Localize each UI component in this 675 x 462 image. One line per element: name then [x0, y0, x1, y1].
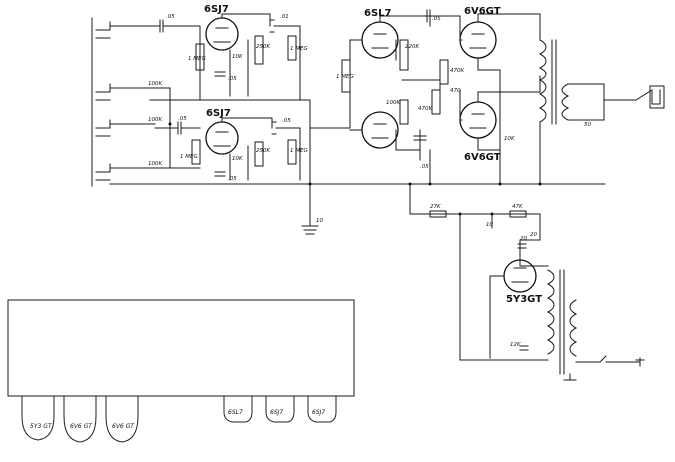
output-stage: 6V6GT 6V6GT 470K 10K [418, 6, 541, 185]
tube-label-v6: 5Y3GT [506, 294, 542, 305]
chassis-outline [7, 299, 355, 397]
res-label-rg1: 1 MEG [188, 56, 206, 62]
tube-6v6gt-1 [459, 21, 497, 59]
res-label-rmix3: 100K [148, 161, 162, 167]
socket-label-6: 6SJ7 [312, 409, 325, 416]
junction-dots [168, 122, 542, 216]
res-label-rgn1: 100K [386, 100, 400, 106]
cap-label-cin2: .05 [178, 116, 187, 122]
res-label-rps2: 47K [512, 204, 523, 210]
res-label-rpk2: 10K [504, 136, 515, 142]
res-label-rfb: 50 [584, 122, 591, 128]
res-label-rk1: 10K [232, 54, 243, 60]
cap-label-cc2: .05 [282, 118, 291, 124]
tube-label-v4: 6V6GT [464, 6, 501, 17]
speaker-symbol [649, 85, 665, 109]
socket-label-2: 6V6 GT [70, 423, 93, 430]
mixer-network: 100K 100K 100K [109, 81, 201, 169]
socket-4 [223, 396, 253, 423]
res-label-rinv: 220K [405, 44, 419, 50]
preamp-stage-2: 6SJ7 .05 .05 250K 10K .05 1 MEG 1 MEG [109, 108, 311, 185]
tube-label-v1: 6SJ7 [204, 4, 229, 15]
socket-1 [21, 396, 55, 441]
socket-label-4: 6SL7 [228, 409, 243, 416]
cap-label-ck2: .05 [228, 176, 237, 182]
res-label-rk2: 10K [232, 156, 243, 162]
tube-6sj7-2 [205, 121, 239, 155]
res-label-rgn2: 1 MEG [336, 74, 354, 80]
output-transformer: 50 [538, 39, 665, 185]
tube-label-v5: 6V6GT [464, 152, 501, 163]
res-label-rmix1: 100K [148, 81, 162, 87]
res-label-rg2: 1 MEG [180, 154, 198, 160]
phase-inverter-6sl7: 6SL7 .05 220K 1 MEG 100K 470K 470 .05 [329, 8, 464, 170]
chassis-layout: 5Y3 GT 6V6 GT 6V6 GT 6SL7 6SJ7 6SJ7 [7, 299, 355, 443]
tube-6sl7-bottom [361, 111, 399, 149]
cap-label-cout: .05 [420, 164, 429, 170]
cap-label-cfilt2: 20 [520, 236, 527, 242]
socket-label-3: 6V6 GT [112, 423, 135, 430]
socket-5 [265, 396, 295, 423]
cap-label-ck1: .05 [228, 76, 237, 82]
socket-3 [105, 396, 139, 443]
input-jacks [91, 17, 111, 187]
socket-label-5: 6SJ7 [270, 409, 283, 416]
res-label-rps1: 27K [430, 204, 441, 210]
socket-label-1: 5Y3 GT [30, 423, 53, 430]
tube-6sj7-1 [205, 17, 239, 51]
tube-6v6gt-2 [459, 101, 497, 139]
res-label-rpi2: 470K [418, 106, 432, 112]
tube-6sl7-top [361, 21, 399, 59]
preamp-stage-1: 6SJ7 .05 .01 250K 10K .05 1 MEG 1 MEG [109, 4, 308, 101]
cap-label-cinv: .05 [432, 16, 441, 22]
res-label-rmix2: 100K [148, 117, 162, 123]
res-label-rvol2: 1 MEG [290, 148, 308, 154]
tube-label-v2: 6SJ7 [206, 108, 231, 119]
res-label-rl2: 250K [256, 148, 270, 154]
socket-6 [307, 396, 337, 423]
res-label-rpk: 470 [450, 88, 461, 94]
tube-label-v3: 6SL7 [364, 8, 392, 19]
cap-label-cgnd: 10 [316, 218, 323, 224]
cap-label-cc1: .01 [280, 14, 289, 20]
res-label-rpi1: 470K [450, 68, 464, 74]
res-label-rfilt: 12K [510, 342, 521, 348]
res-label-rvol1: 1 MEG [290, 46, 308, 52]
cap-label-cfilt: 20 [530, 232, 537, 238]
res-label-rl1: 250K [256, 44, 270, 50]
power-supply: 20 5Y3GT 20 12K [459, 213, 645, 381]
cap-label-cin1: .05 [166, 14, 175, 20]
cap-label-cps: 10 [486, 222, 493, 228]
socket-2 [63, 396, 97, 443]
bplus-bus: 10 27K 47K 10 [299, 99, 606, 235]
